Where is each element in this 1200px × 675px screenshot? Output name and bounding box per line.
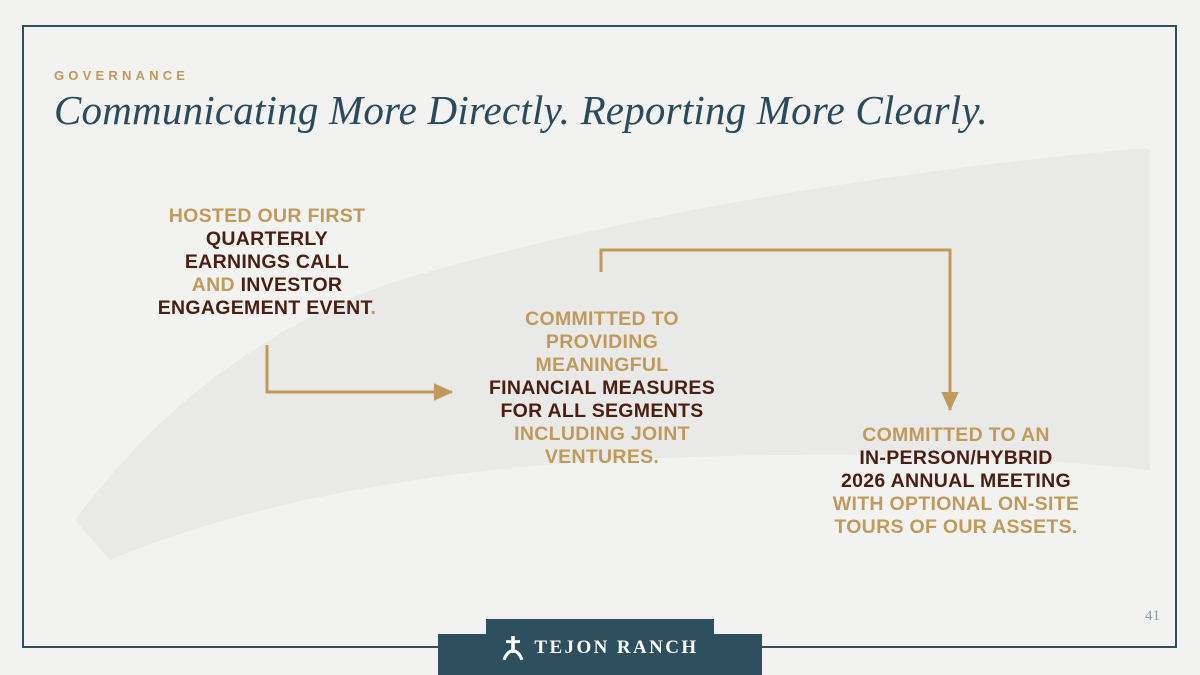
- callout-3-line-2: IN-PERSON/HYBRID: [859, 447, 1053, 469]
- callout-1-line-5b: .: [370, 297, 377, 319]
- callout-quarterly-earnings-call: HOSTED OUR FIRST QUARTERLY EARNINGS CALL…: [122, 205, 412, 320]
- callout-1-line-3: EARNINGS CALL: [184, 251, 350, 273]
- callout-3-line-1: COMMITTED TO AN: [862, 424, 1050, 446]
- callout-2-line-7: VENTURES.: [544, 446, 660, 468]
- callout-1-line-2: QUARTERLY: [205, 228, 329, 250]
- logo-wordmark: TEJON RANCH: [534, 637, 699, 658]
- callout-1-line-5a: ENGAGEMENT EVENT: [157, 297, 371, 319]
- callout-2-line-1: COMMITTED TO: [525, 308, 679, 330]
- section-eyebrow: GOVERNANCE: [54, 68, 190, 83]
- footer-logo-banner: TEJON RANCH: [438, 619, 762, 675]
- callout-3-line-4: WITH OPTIONAL ON-SITE: [832, 493, 1080, 515]
- banner-shape: [438, 619, 762, 675]
- callout-1-line-4b: INVESTOR: [240, 274, 343, 296]
- callout-1-line-4a: AND: [191, 274, 241, 296]
- callout-2-line-2: PROVIDING: [545, 331, 659, 353]
- page-number: 41: [1145, 608, 1160, 624]
- oak-tree-icon: [503, 636, 524, 661]
- callout-annual-meeting: COMMITTED TO AN IN-PERSON/HYBRID 2026 AN…: [806, 424, 1106, 539]
- callout-2-line-4: FINANCIAL MEASURES: [488, 377, 716, 399]
- page-title: Communicating More Directly. Reporting M…: [54, 87, 988, 133]
- callout-1-line-1: HOSTED OUR FIRST: [168, 205, 366, 227]
- callout-financial-measures: COMMITTED TO PROVIDING MEANINGFUL FINANC…: [452, 308, 752, 469]
- callout-2-line-6: INCLUDING JOINT: [514, 423, 690, 445]
- callout-3-line-5: TOURS OF OUR ASSETS.: [834, 516, 1078, 538]
- callout-3-line-3: 2026 ANNUAL MEETING: [841, 470, 1071, 492]
- callout-2-line-3: MEANINGFUL: [535, 354, 669, 376]
- arrow-block1-to-block2: [265, 345, 454, 401]
- callout-2-line-5: FOR ALL SEGMENTS: [500, 400, 704, 422]
